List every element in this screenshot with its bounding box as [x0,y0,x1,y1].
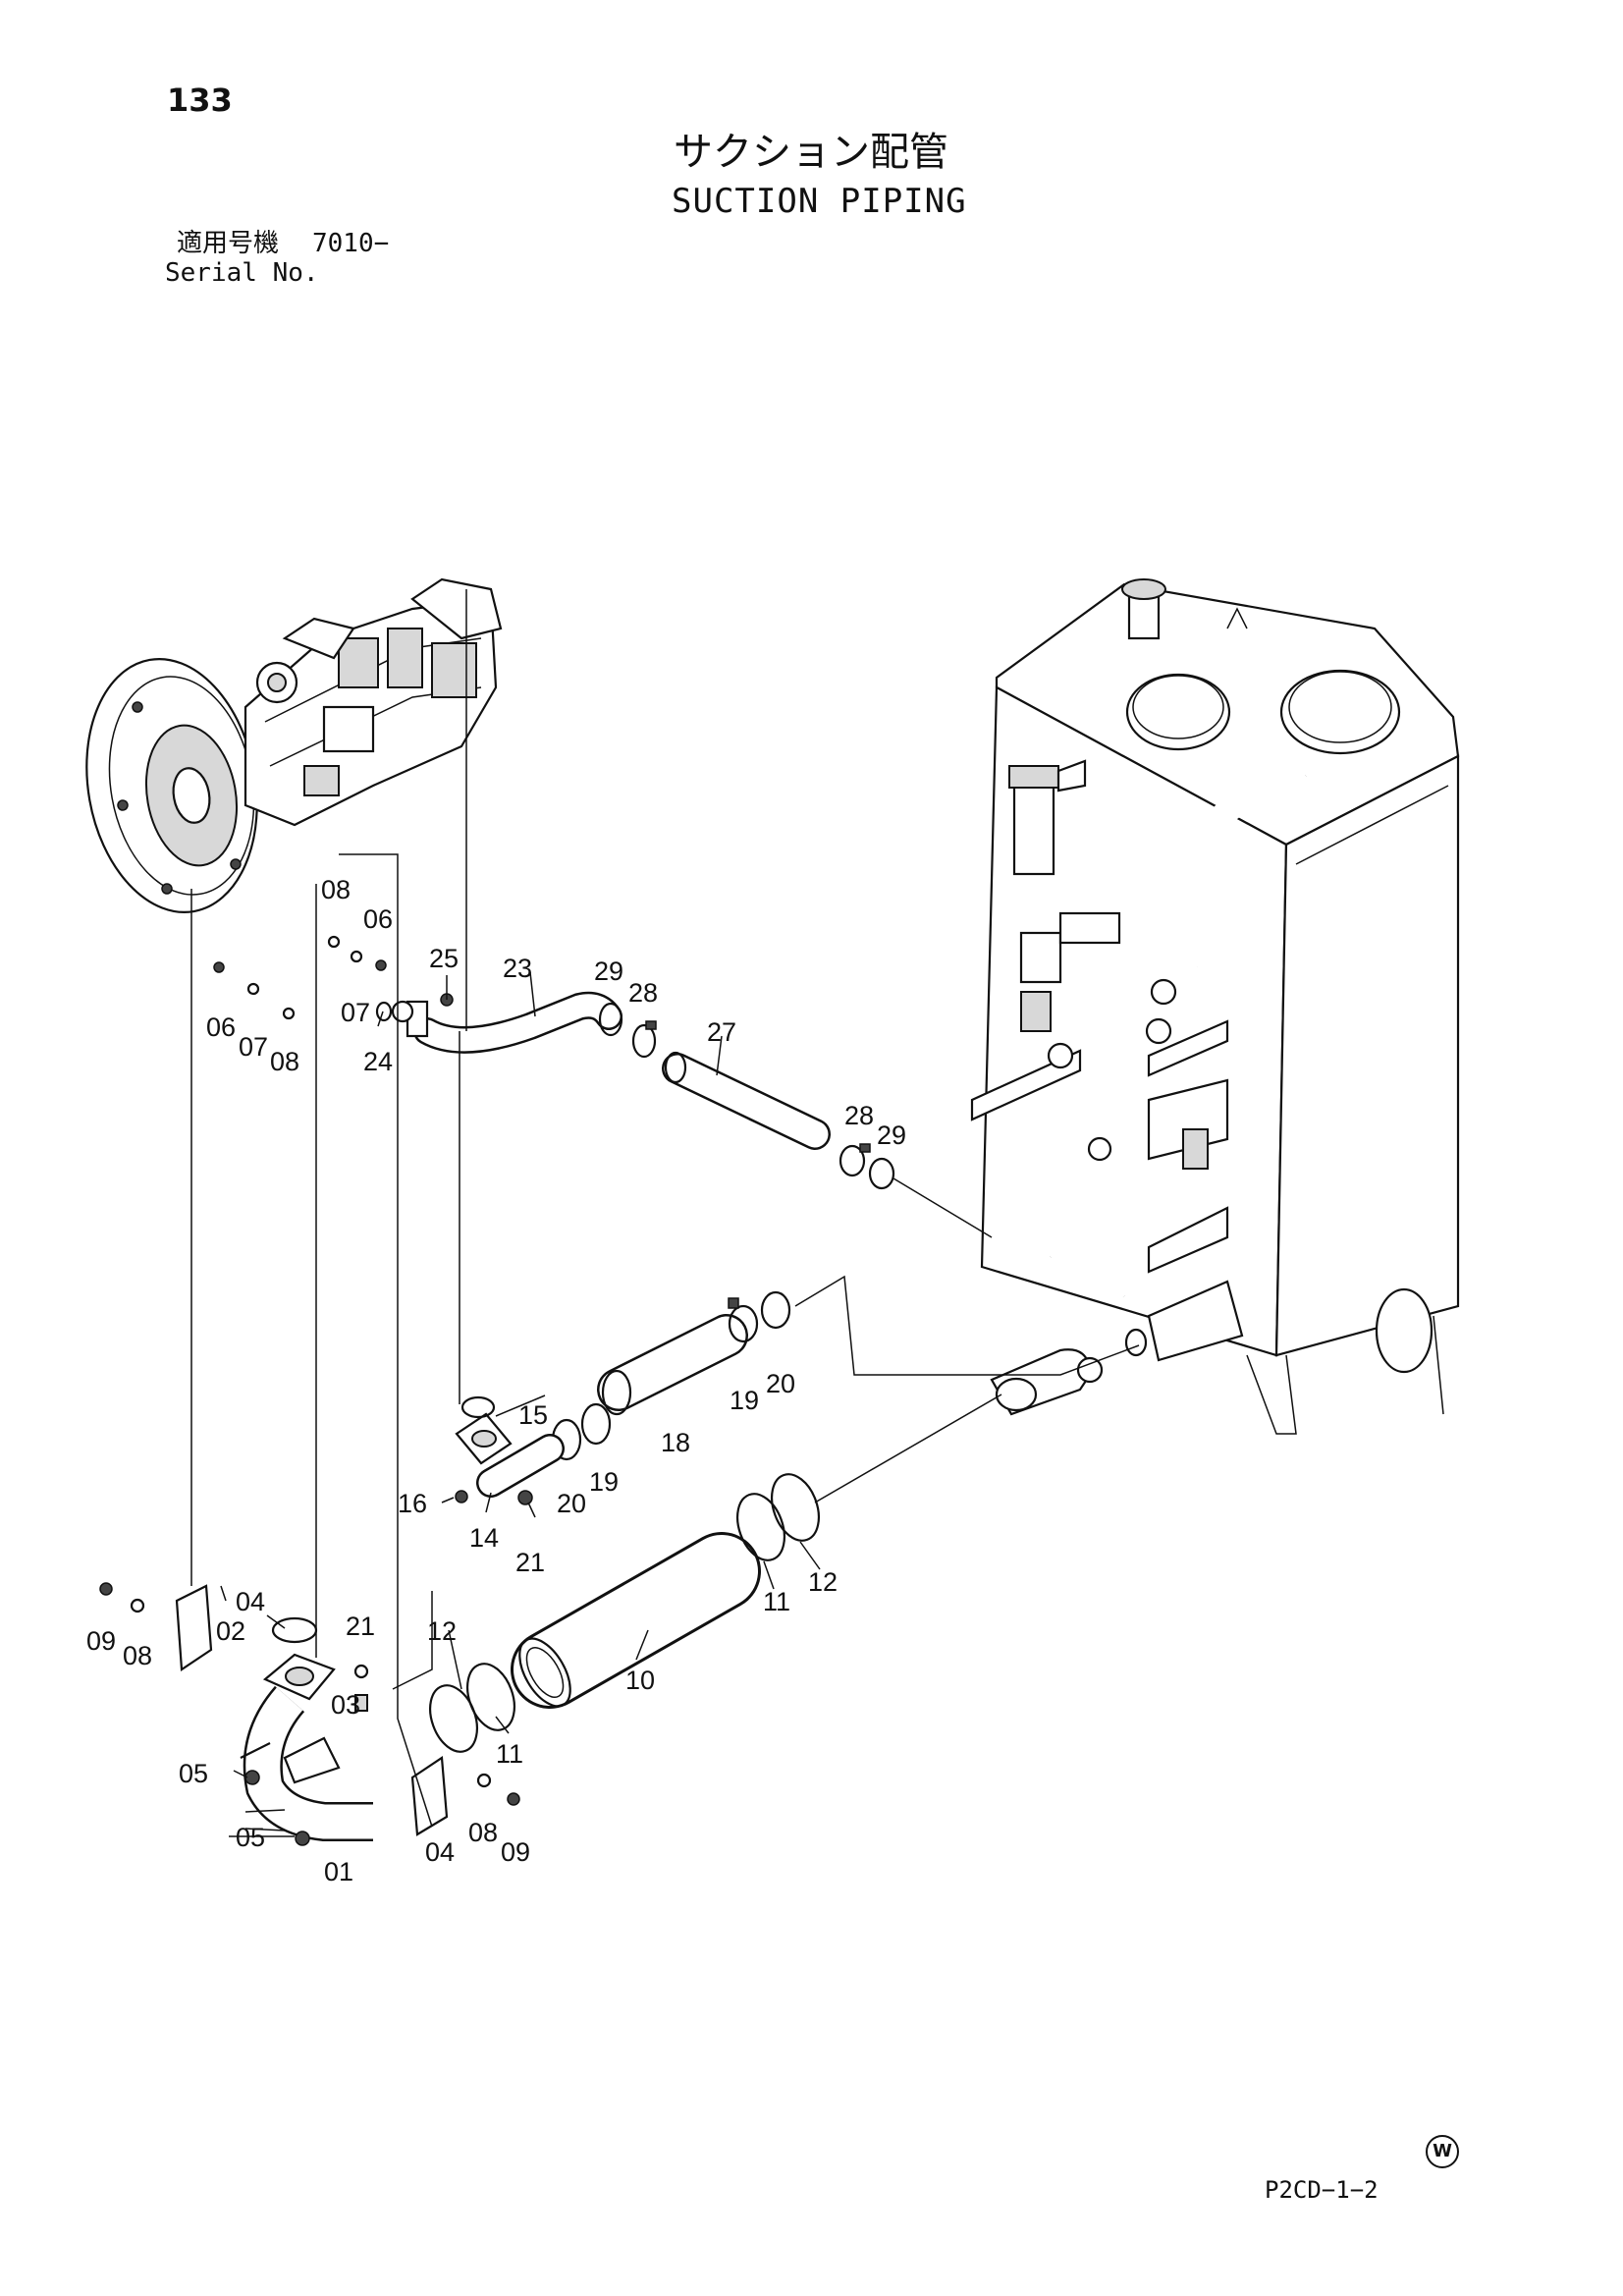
callout-12-upper: 12 [808,1567,838,1597]
hydraulic-pump-assembly [85,577,503,913]
elbow-14 [455,1395,565,1505]
title-english: SUCTION PIPING [672,182,967,221]
suction-pipe-01 [240,1653,373,1841]
callout-05-lower: 05 [236,1823,265,1852]
callout-27: 27 [707,1017,736,1047]
assembly-lines [190,589,1140,1837]
callout-02: 02 [216,1616,245,1646]
callout-16: 16 [398,1489,427,1518]
callout-28-upper: 28 [628,978,658,1008]
circled-w-mark: W [1426,2135,1459,2168]
callout-01: 01 [324,1857,353,1886]
hose-clamps-28-29-lower [839,1143,895,1190]
hydraulic-oil-tank [970,578,1460,1435]
o-ring-02 [271,1616,318,1644]
callout-08-bottom-right: 08 [468,1818,498,1847]
callout-24: 24 [363,1047,393,1076]
callout-07-right: 07 [341,998,370,1027]
callout-10: 10 [625,1666,655,1695]
hose-clamps-19-20-upper [728,1290,791,1343]
callout-21-upper: 21 [346,1612,375,1641]
callout-03: 03 [331,1690,360,1720]
callout-12-lower: 12 [427,1616,457,1646]
callout-04-upper: 04 [236,1587,265,1616]
callout-labels: 01 02 03 04 04 05 05 06 06 07 07 08 08 0… [86,875,906,1886]
callout-08-left: 08 [270,1047,299,1076]
callout-11-lower: 11 [496,1739,523,1769]
callout-06-right: 06 [363,904,393,934]
title-japanese: サクション配管 [674,130,948,175]
serial-label-japanese: 適用号機 [177,229,280,258]
callout-29-lower: 29 [877,1121,906,1150]
callout-23: 23 [503,954,532,983]
hose-18 [597,1314,748,1416]
callout-08-bottom-left: 08 [123,1641,152,1670]
callout-19-lower: 19 [589,1467,619,1497]
callout-18: 18 [661,1428,690,1457]
callout-08-top: 08 [321,875,351,904]
callout-20-lower: 20 [557,1489,586,1518]
callout-28-lower: 28 [844,1101,874,1130]
serial-label-english: Serial No. [165,258,319,288]
serial-number-value: 7010− [312,229,390,258]
callout-05-upper: 05 [179,1759,208,1788]
hose-clamps-11-12-lower [429,1663,515,1753]
callout-15: 15 [518,1400,548,1430]
bracket-04-right [410,1756,449,1836]
footer-code: P2CD−1−2 [1265,2176,1379,2204]
bracket-04-left [175,1584,213,1671]
callout-09-left: 09 [86,1626,116,1656]
callout-25: 25 [429,944,459,973]
callout-07-left: 07 [239,1032,268,1062]
callout-19-upper: 19 [730,1386,759,1415]
hose-10 [511,1532,761,1709]
callout-29-upper: 29 [594,957,623,986]
callout-14: 14 [469,1523,499,1553]
callout-21-lower: 21 [515,1548,545,1577]
callout-09-right: 09 [501,1837,530,1867]
hose-clamps-28-29-upper [598,1002,657,1059]
hose-27 [662,1051,831,1150]
callout-06-left: 06 [206,1012,236,1042]
callout-20-upper: 20 [766,1369,795,1398]
callout-11-upper: 11 [763,1587,790,1616]
page-number: 133 [167,82,233,119]
hose-clamps-11-12-upper [736,1473,820,1561]
fasteners [99,935,520,1846]
suction-pipe-23 [391,991,622,1054]
callout-04-lower: 04 [425,1837,455,1867]
